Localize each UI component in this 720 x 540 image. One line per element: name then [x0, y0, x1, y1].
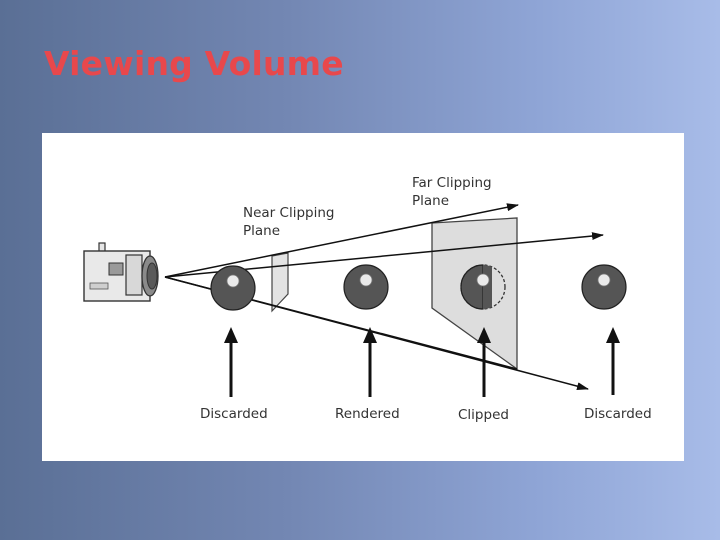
camera-icon — [83, 242, 159, 302]
near-plane-label-line2: Plane — [243, 223, 280, 239]
viewing-volume-diagram: Near Clipping Plane Far Clipping Plane D… — [42, 133, 684, 461]
sphere-discarded-near — [210, 265, 256, 311]
sphere-rendered — [343, 264, 389, 310]
sphere-discarded-far — [581, 264, 627, 310]
near-plane-label-line1: Near Clipping — [243, 205, 334, 221]
slide-title: Viewing Volume — [44, 44, 344, 83]
object-label-discarded-far: Discarded — [584, 406, 652, 422]
pointer-arrows — [224, 327, 620, 397]
near-clipping-plane — [271, 252, 289, 313]
far-plane-label-line2: Plane — [412, 193, 449, 209]
object-label-rendered: Rendered — [335, 406, 400, 422]
object-label-discarded-near: Discarded — [200, 406, 268, 422]
sphere-clipped — [460, 264, 506, 310]
far-plane-label-line1: Far Clipping — [412, 175, 492, 191]
object-label-clipped: Clipped — [458, 407, 509, 423]
